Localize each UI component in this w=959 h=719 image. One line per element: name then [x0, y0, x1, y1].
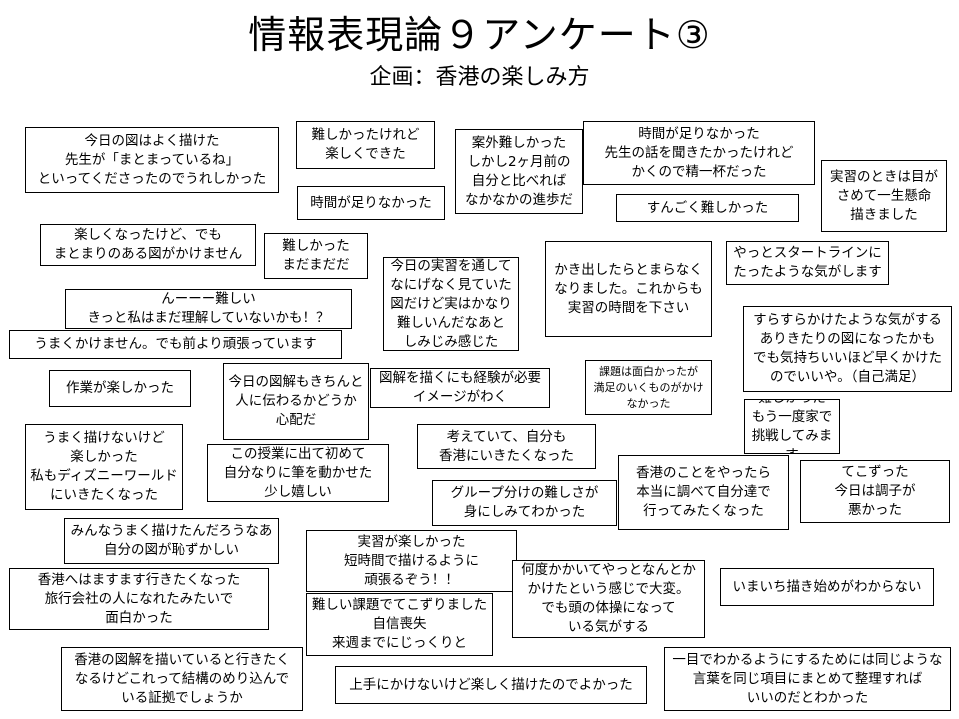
comment-box: みんなうまく描けたんだろうなあ 自分の図が恥ずかしい [64, 518, 279, 564]
comment-box: かき出したらとまらなく なりました。これからも 実習の時間を下さい [545, 241, 712, 337]
comment-box: この授業に出て初めて 自分なりに筆を動かせた 少し嬉しい [207, 444, 389, 502]
comment-box: 実習が楽しかった 短時間で描けるように 頑張るぞう！！ [306, 530, 517, 592]
comment-box: すらすらかけたような気がする ありきたりの図になったかも でも気持ちいいほど早く… [743, 306, 952, 392]
comment-box: 課題は面白かったが 満足のいくものがかけ なかった [585, 360, 712, 415]
comment-box: うまく描けないけど 楽しかった 私もディズニーワールド にいきたくなった [25, 424, 183, 510]
comment-box: 難しかった まだまだだ [264, 233, 368, 279]
comment-box: 今日の図解もきちんと 人に伝わるかどうか 心配だ [223, 363, 369, 440]
comment-box: 楽しくなったけど、でも まとまりのある図がかけません [40, 224, 256, 266]
comment-box: 香港へはますます行きたくなった 旅行会社の人になれたみたいで 面白かった [9, 568, 269, 630]
comment-box: いまいち描き始めがわからない [720, 568, 934, 606]
comment-box: 実習のときは目が さめて一生懸命 描きました [821, 160, 947, 232]
comment-box: 何度かかいてやっとなんとか かけたという感じで大変。 でも頭の体操になって いる… [512, 560, 705, 638]
comment-box: てこずった 今日は調子が 悪かった [800, 460, 950, 523]
comment-box: 作業が楽しかった [49, 370, 191, 407]
page-title: 情報表現論９アンケート③ [248, 13, 711, 57]
comment-box: 時間が足りなかった [297, 186, 445, 220]
comment-box: 一目でわかるようにするためには同じような 言葉を同じ項目にまとめて整理すれば い… [664, 647, 951, 711]
comment-box: 時間が足りなかった 先生の話を聞きたかったけれど かくので精一杯だった [583, 121, 815, 185]
comment-box: うまくかけません。でも前より頑張っています [9, 330, 342, 359]
comment-box: 今日の図はよく描けた 先生が「まとまっているね」 といってくださったのでうれしか… [25, 127, 279, 193]
comment-box: 考えていて、自分も 香港にいきたくなった [417, 424, 596, 469]
comment-box: 上手にかけないけど楽しく描けたのでよかった [335, 666, 647, 704]
comment-box: 今日の実習を通して なにげなく見ていた 図だけど実はかなり 難しいんだなあと し… [383, 257, 519, 351]
comment-box: んーーー難しい きっと私はまだ理解していないかも！？ [65, 289, 352, 329]
comment-box: 香港の図解を描いていると行きたく なるけどこれって結構のめり込んで いる証拠でし… [61, 647, 303, 711]
page-subtitle: 企画：香港の楽しみ方 [369, 65, 590, 90]
comment-box: 難しい課題でてこずりました 自信喪失 来週までにじっくりと [306, 593, 493, 656]
comment-box: やっとスタートラインに たったような気がします [726, 241, 889, 285]
comment-box: 難しかったけれど 楽しくできた [296, 121, 435, 169]
comment-box: グループ分けの難しさが 身にしみてわかった [432, 480, 617, 526]
comment-box: 難しかった もう一度家で 挑戦してみます [744, 399, 840, 454]
comment-box: 香港のことをやったら 本当に調べて自分達で 行ってみたくなった [618, 455, 789, 530]
comment-box: 図解を描くにも経験が必要 イメージがわく [370, 368, 550, 408]
comment-box: すんごく難しかった [616, 194, 799, 222]
comment-box: 案外難しかった しかし2ヶ月前の 自分と比べれば なかなかの進歩だ [455, 129, 583, 214]
